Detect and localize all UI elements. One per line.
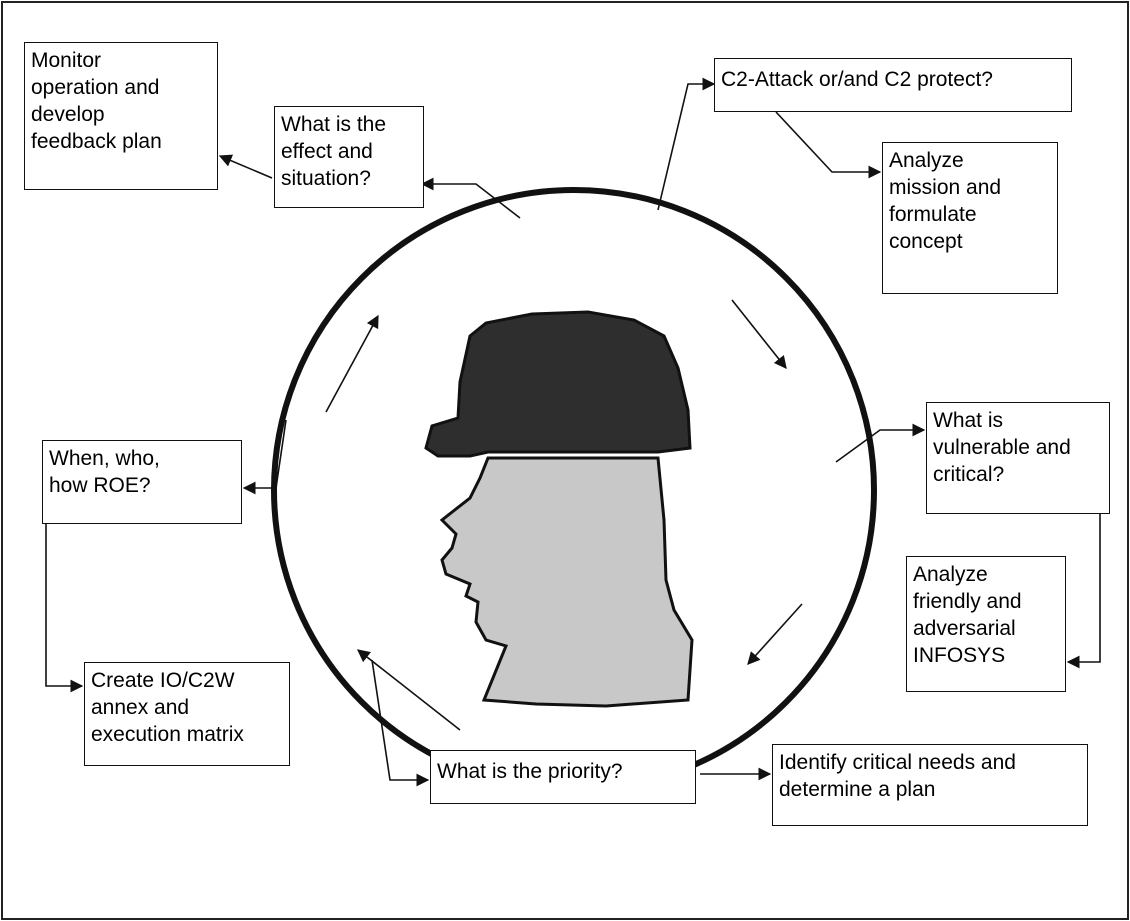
head-face — [439, 456, 694, 708]
connector-c2-attack — [657, 77, 716, 211]
inner-arrow-3 — [356, 649, 461, 731]
box-create-annex: Create IO/C2W annex and execution matrix — [84, 662, 290, 766]
connector-create-annex — [45, 522, 84, 693]
inner-arrow-1 — [731, 299, 787, 370]
connector-analyze-friendly — [1066, 512, 1101, 669]
connector-monitor — [218, 154, 273, 179]
connector-priority — [371, 659, 430, 787]
helmet-icon — [424, 310, 692, 458]
box-identify-needs: Identify critical needs and determine a … — [772, 744, 1088, 826]
box-monitor-operation: Monitor operation and develop feedback p… — [24, 42, 218, 190]
connector-analyze-mission — [775, 111, 882, 179]
connector-effect — [420, 177, 521, 219]
box-c2-attack: C2-Attack or/and C2 protect? — [714, 58, 1072, 112]
connector-when-who — [242, 419, 287, 495]
box-vulnerable-critical: What is vulnerable and critical? — [926, 402, 1110, 514]
inner-arrow-2 — [747, 603, 803, 665]
box-when-who-roe: When, who, how ROE? — [42, 440, 242, 524]
connector-vulnerable — [835, 423, 926, 463]
box-effect-situation: What is the effect and situation? — [274, 106, 424, 208]
box-analyze-friendly: Analyze friendly and adversarial INFOSYS — [906, 556, 1066, 692]
box-analyze-mission: Analyze mission and formulate concept — [882, 142, 1058, 294]
box-priority: What is the priority? — [430, 750, 696, 804]
inner-arrow-4 — [325, 314, 379, 413]
